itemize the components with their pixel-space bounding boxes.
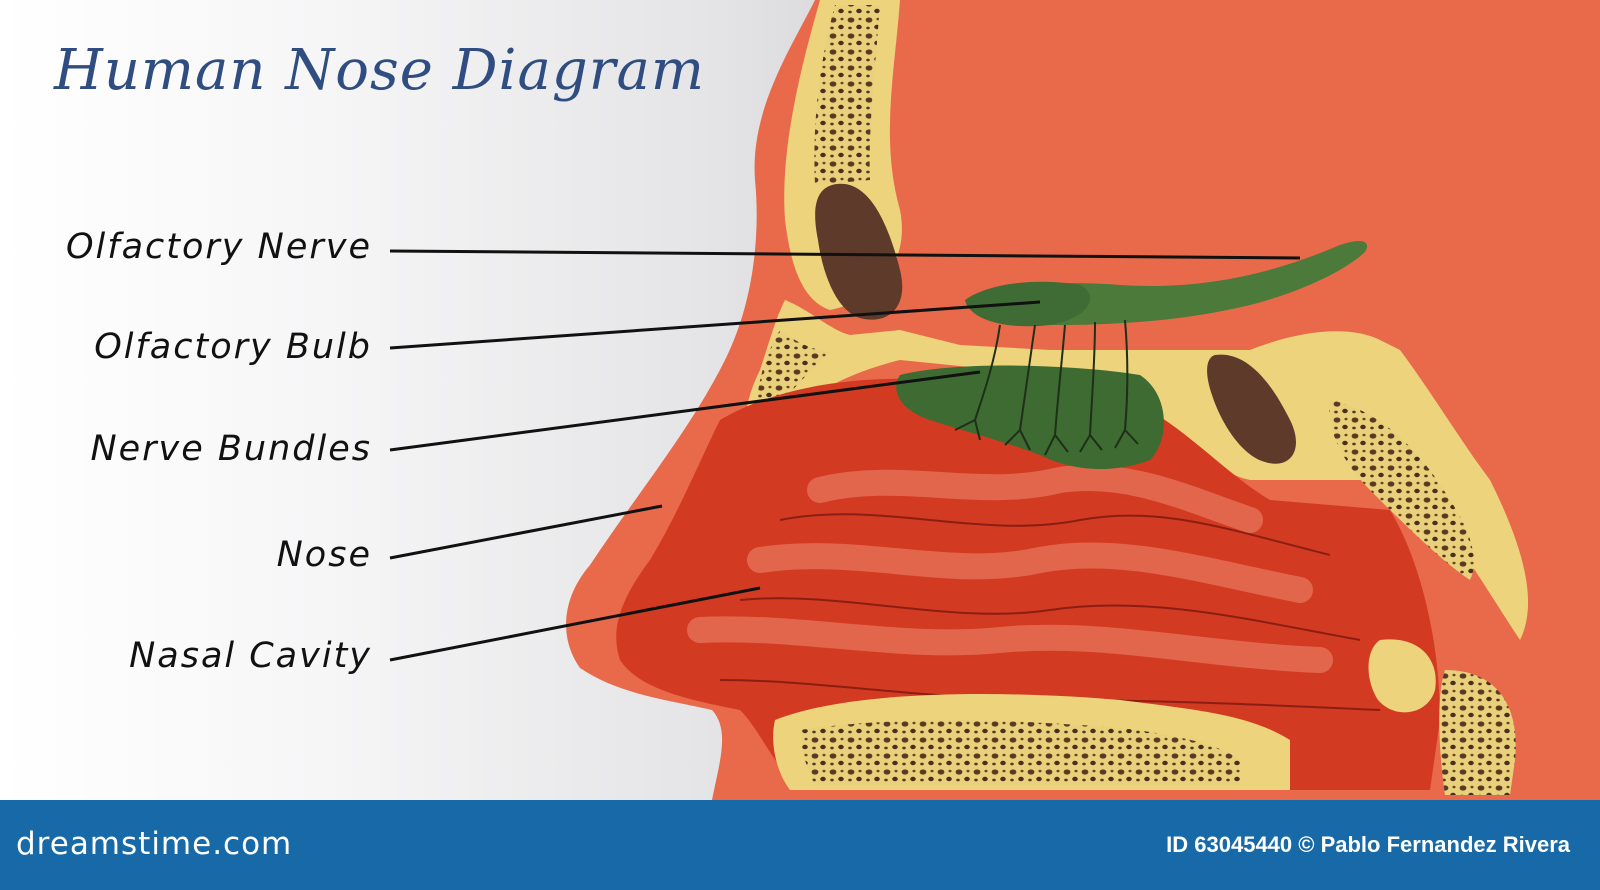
label-nose: Nose bbox=[276, 535, 372, 575]
leader-line-olfactory-bulb bbox=[389, 300, 1041, 350]
footer-brand-text: dreamstime.com bbox=[16, 826, 293, 862]
sphenoid-bone-marrow bbox=[1329, 400, 1474, 580]
nasal-bone bbox=[745, 300, 1529, 640]
label-olfactory-nerve: Olfactory Nerve bbox=[65, 227, 372, 267]
footer-credit-text: ID 63045440 © Pablo Fernandez Rivera bbox=[1166, 832, 1570, 857]
label-nasal-cavity: Nasal Cavity bbox=[129, 636, 372, 676]
nerve-fibers bbox=[954, 319, 1139, 456]
leader-line-nasal-cavity bbox=[389, 586, 761, 662]
footer-bar: dreamstime.com ID 63045440 © Pablo Ferna… bbox=[0, 800, 1600, 890]
vertebra-lower bbox=[1439, 670, 1516, 795]
frontal-bone-marrow bbox=[814, 5, 880, 185]
leader-line-nerve-bundles bbox=[389, 370, 981, 452]
leader-line-olfactory-nerve bbox=[389, 249, 1301, 260]
frontal-sinus bbox=[815, 183, 903, 320]
vertebra-upper bbox=[1368, 639, 1436, 713]
leader-line-nose bbox=[389, 504, 663, 560]
label-olfactory-bulb: Olfactory Bulb bbox=[94, 327, 372, 367]
sphenoid-sinus bbox=[1207, 354, 1296, 464]
nasal-turbinate-highlight bbox=[687, 465, 1333, 673]
label-nerve-bundles: Nerve Bundles bbox=[90, 429, 372, 469]
diagram-title: Human Nose Diagram bbox=[54, 38, 705, 103]
hard-palate-marrow bbox=[800, 720, 1240, 785]
